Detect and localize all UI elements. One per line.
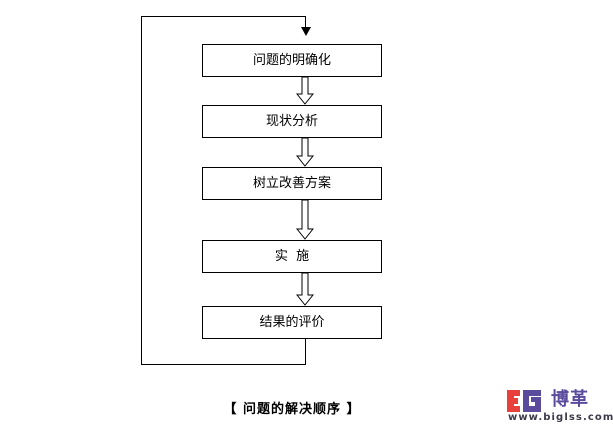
entry-arrowhead-icon	[301, 27, 311, 36]
feedback-loop-left-segment	[141, 16, 142, 365]
block-arrow-down-icon-2	[296, 138, 314, 167]
biglss-logo-mark-icon	[507, 390, 547, 412]
step-analyze-status[interactable]: 现状分析	[202, 105, 382, 138]
feedback-loop-bottom-segment	[141, 364, 306, 365]
step-evaluate-result[interactable]: 结果的评价	[202, 306, 382, 339]
feedback-loop-top-segment	[141, 16, 306, 17]
block-arrow-down-icon-4	[296, 273, 314, 306]
step-clarify-problem[interactable]: 问题的明确化	[202, 44, 382, 77]
block-arrow-down-icon-3	[296, 200, 314, 240]
logo-wordmark: 博革	[551, 389, 589, 410]
step-build-improvement-plan[interactable]: 树立改善方案	[202, 167, 382, 200]
step-implement[interactable]: 实 施	[202, 240, 382, 273]
brand-logo[interactable]: 博革 www.biglss.com	[505, 388, 613, 428]
diagram-caption: 【 问题的解决顺序 】	[223, 402, 361, 417]
block-arrow-down-icon-1	[296, 77, 314, 105]
entry-arrow-shaft	[305, 16, 306, 28]
feedback-loop-right-segment	[305, 338, 306, 365]
logo-url: www.biglss.com	[508, 412, 613, 423]
